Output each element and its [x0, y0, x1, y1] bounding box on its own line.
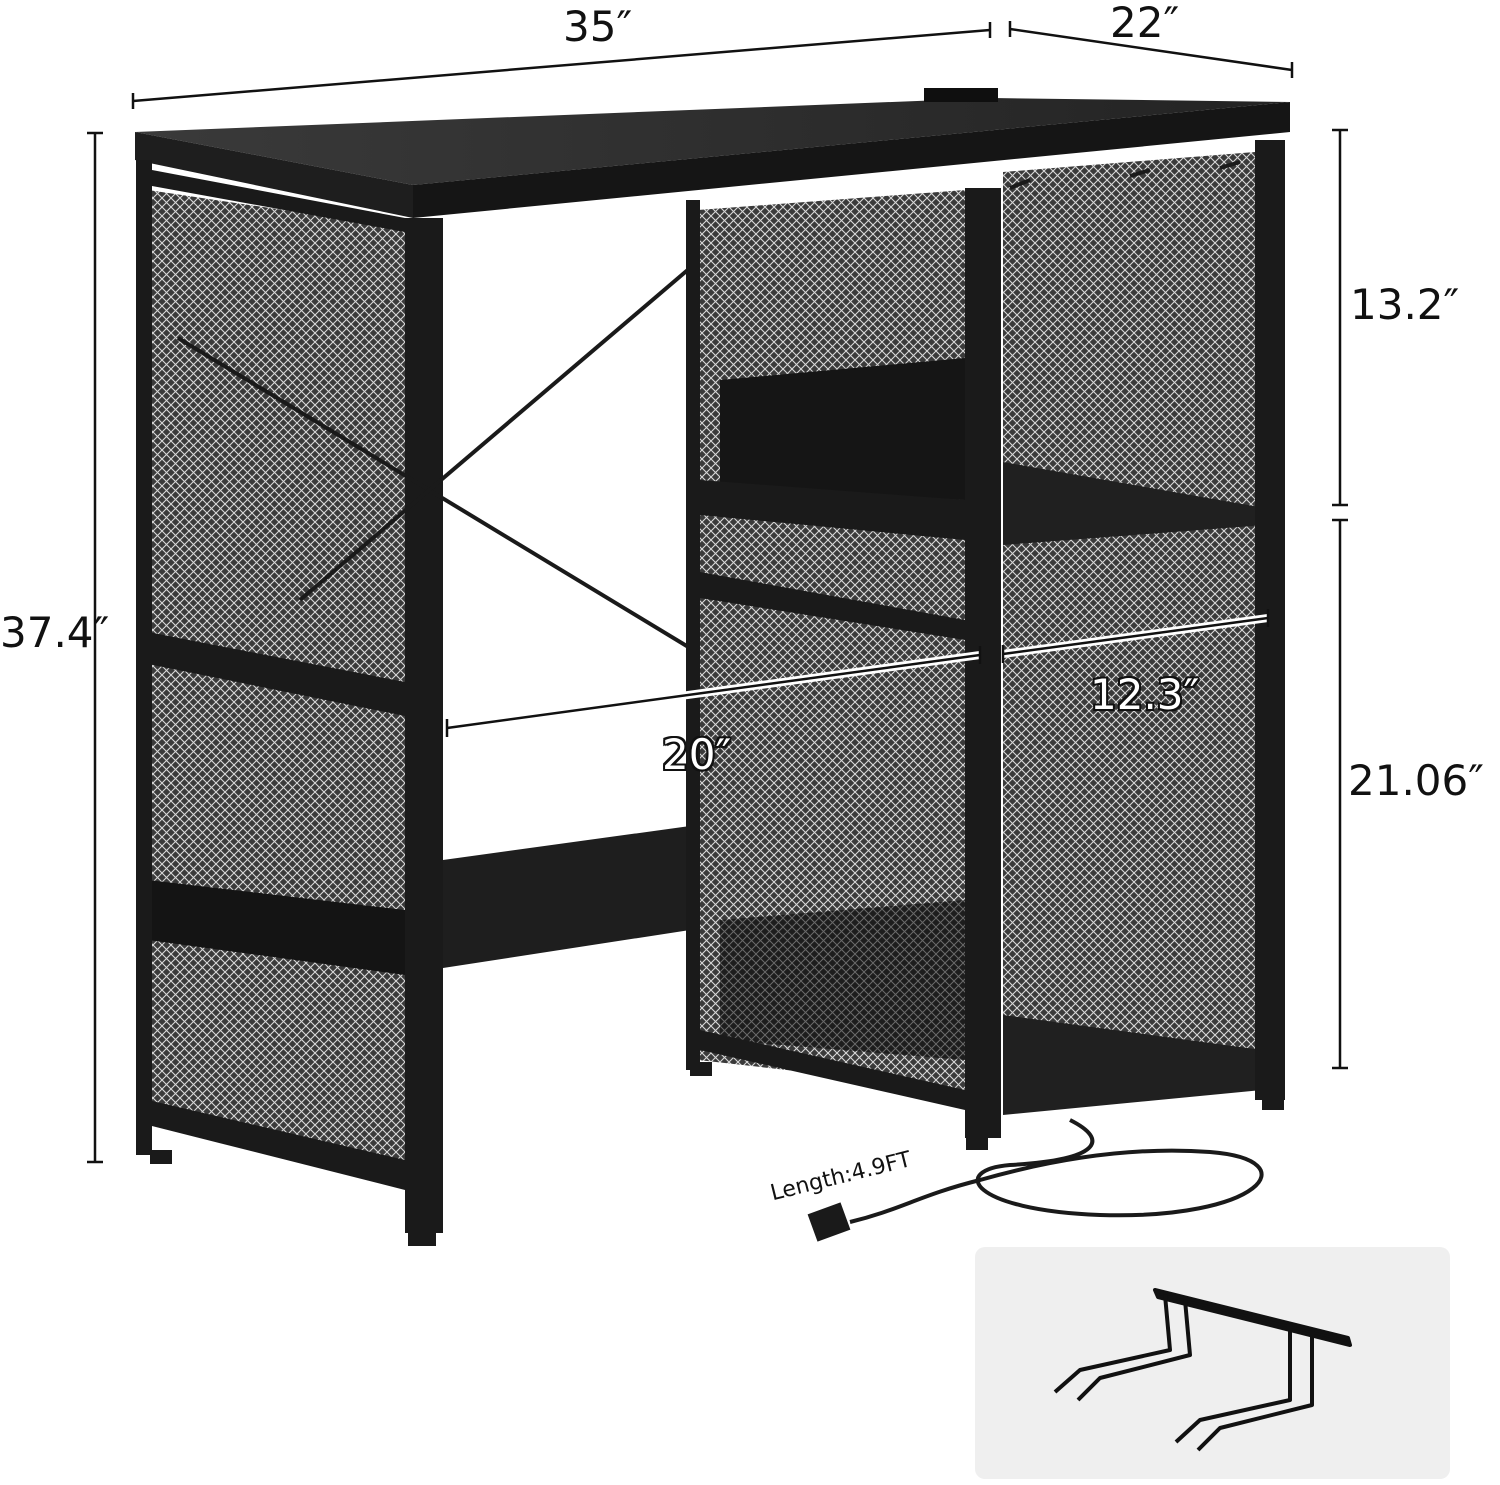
back-bottom-panel	[443, 826, 690, 968]
cross-brace	[176, 266, 692, 650]
depth-label: 22″	[1110, 0, 1180, 47]
hanger-icon	[1009, 160, 1241, 190]
upper-shelf-height-label: 13.2″	[1350, 280, 1460, 329]
hanger-accessory-illustration	[1053, 1288, 1352, 1452]
shelf-width-label: 12.3″	[1090, 670, 1200, 719]
right-cabinet	[1003, 140, 1285, 1115]
inner-dimension-lines	[445, 609, 1270, 737]
middle-cabinet	[686, 188, 1001, 1150]
lower-shelf-height-label: 21.06″	[1348, 756, 1484, 805]
height-label: 37.4″	[0, 608, 110, 657]
width-label: 35″	[563, 2, 633, 51]
outlet-icon	[924, 88, 998, 102]
dimension-lines	[87, 21, 1348, 1164]
left-side-panel	[136, 160, 443, 1246]
plug-icon	[807, 1202, 851, 1242]
desk-top	[135, 88, 1290, 218]
open-space-width-label: 20″	[662, 730, 732, 779]
power-cord	[807, 1118, 1264, 1242]
